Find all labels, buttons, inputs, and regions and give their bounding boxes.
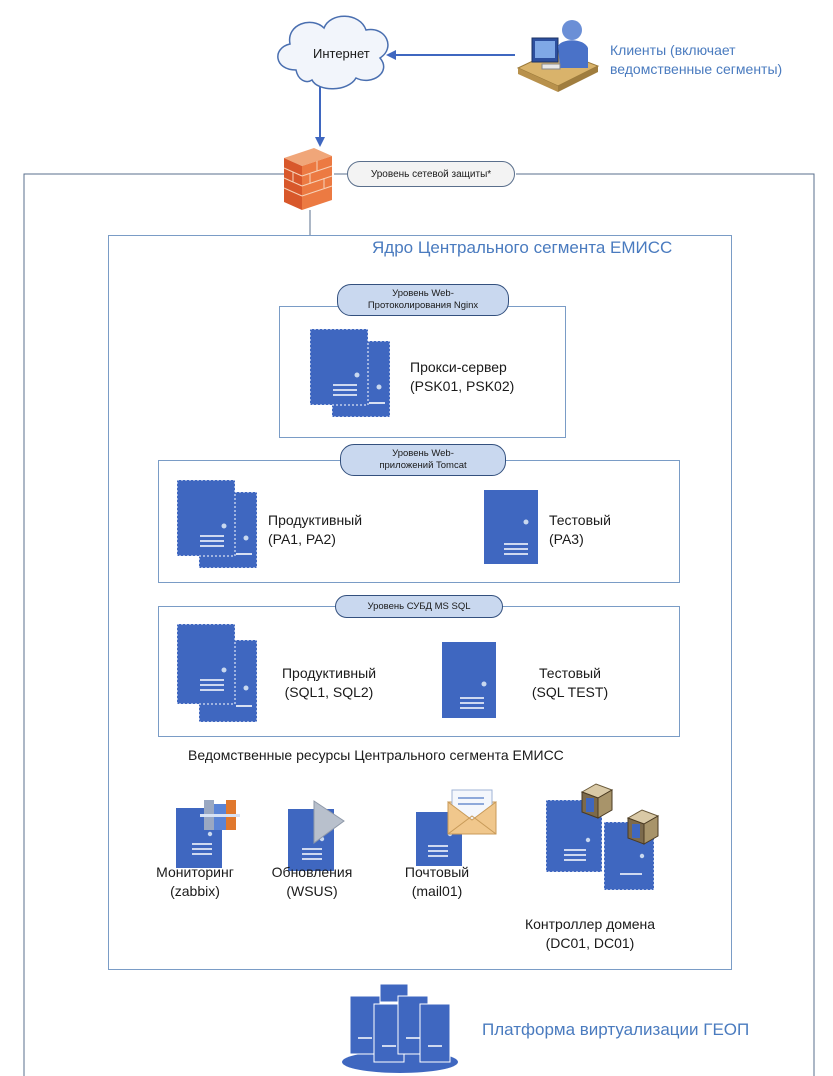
clients-label: Клиенты (включает ведомственные сегменты… bbox=[610, 41, 782, 79]
tomcat-prod-label: Продуктивный (PA1, PA2) bbox=[268, 511, 362, 549]
clients-line1: Клиенты (включает bbox=[610, 42, 736, 58]
mail-label: Почтовый (mail01) bbox=[392, 863, 482, 901]
mail-hosts: (mail01) bbox=[411, 883, 463, 899]
domain-controller-name: Контроллер домена bbox=[524, 916, 656, 932]
nginx-level-pill: Уровень Web- Протоколирования Nginx bbox=[337, 284, 509, 316]
proxy-hosts: (PSK01, PSK02) bbox=[410, 378, 515, 394]
client-user-icon bbox=[516, 20, 600, 92]
sql-test-name: Тестовый bbox=[539, 665, 601, 681]
monitoring-name: Мониторинг bbox=[156, 864, 234, 880]
sql-prod-name: Продуктивный bbox=[281, 665, 377, 681]
internet-cloud-icon bbox=[277, 15, 389, 90]
monitoring-icon bbox=[176, 800, 240, 868]
nginx-level-line2: Протоколирования Nginx bbox=[367, 300, 479, 311]
core-box bbox=[108, 235, 732, 970]
mail-server-icon bbox=[416, 789, 497, 866]
firewall-level-pill: Уровень сетевой защиты* bbox=[347, 161, 515, 187]
platform-label: Платформа виртуализации ГЕОП bbox=[482, 1020, 750, 1039]
tomcat-level-pill: Уровень Web- приложений Tomcat bbox=[340, 444, 506, 476]
tomcat-prod-name: Продуктивный bbox=[268, 512, 363, 528]
domain-controller-label: Контроллер домена (DC01, DC01) bbox=[510, 915, 670, 953]
firewall-level-label: Уровень сетевой защиты* bbox=[370, 168, 492, 180]
tomcat-test-name: Тестовый bbox=[549, 512, 611, 528]
tomcat-test-hosts: (PA3) bbox=[549, 531, 584, 547]
sql-test-label: Тестовый (SQL TEST) bbox=[518, 664, 622, 702]
tomcat-prod-hosts: (PA1, PA2) bbox=[268, 531, 336, 547]
internet-label: Интернет bbox=[313, 46, 370, 61]
updates-label: Обновления (WSUS) bbox=[258, 863, 366, 901]
sql-test-hosts: (SQL TEST) bbox=[531, 684, 609, 700]
monitoring-hosts: (zabbix) bbox=[170, 883, 220, 899]
tomcat-level-line2: приложений Tomcat bbox=[379, 460, 467, 471]
updates-hosts: (WSUS) bbox=[286, 883, 338, 899]
sql-level-label: Уровень СУБД MS SQL bbox=[367, 600, 471, 612]
monitoring-label: Мониторинг (zabbix) bbox=[140, 863, 250, 901]
clients-line2: ведомственные сегменты) bbox=[610, 61, 783, 77]
sql-prod-label: Продуктивный (SQL1, SQL2) bbox=[268, 664, 390, 702]
tomcat-prod-servers-icon bbox=[176, 479, 258, 569]
tomcat-test-label: Тестовый (PA3) bbox=[549, 511, 611, 549]
updates-icon bbox=[288, 800, 345, 871]
proxy-servers-icon bbox=[309, 328, 391, 418]
sql-level-pill: Уровень СУБД MS SQL bbox=[335, 595, 503, 618]
mail-name: Почтовый bbox=[404, 864, 470, 880]
core-title: Ядро Центрального сегмента ЕМИСС bbox=[372, 238, 673, 257]
firewall-icon bbox=[283, 148, 333, 210]
virtualization-platform-icon bbox=[342, 983, 458, 1073]
dept-resources-label: Ведомственные ресурсы Центрального сегме… bbox=[188, 747, 564, 763]
tomcat-test-server-icon bbox=[484, 490, 538, 564]
sql-prod-hosts: (SQL1, SQL2) bbox=[284, 684, 374, 700]
proxy-name: Прокси-сервер bbox=[410, 359, 507, 375]
domain-controller-hosts: (DC01, DC01) bbox=[545, 935, 635, 951]
domain-controller-icon bbox=[545, 783, 660, 891]
updates-name: Обновления bbox=[271, 864, 353, 880]
tomcat-level-line1: Уровень Web- bbox=[392, 448, 454, 459]
sql-test-server-icon bbox=[442, 642, 496, 718]
sql-prod-servers-icon bbox=[176, 623, 258, 723]
nginx-level-line1: Уровень Web- bbox=[392, 288, 454, 299]
proxy-label: Прокси-сервер (PSK01, PSK02) bbox=[410, 358, 514, 396]
